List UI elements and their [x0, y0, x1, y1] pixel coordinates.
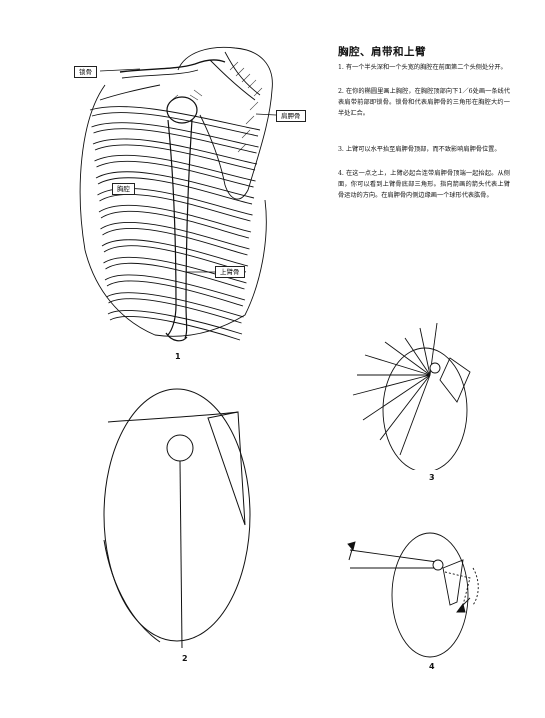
figure-1-ribcage-drawing	[79, 46, 273, 342]
rib-line	[91, 112, 259, 137]
rib-line	[95, 171, 255, 199]
rib-line	[93, 128, 257, 154]
figure-4-schematic	[347, 532, 479, 658]
paragraph-2: 2. 在你的椭圆里画上胸腔，在胸腔顶部向下1／6处画一条线代表肩带前部即锁骨。锁…	[338, 88, 510, 118]
label-humerus: 上臂骨	[215, 266, 245, 278]
leader-scapula	[256, 113, 276, 116]
rib-line	[99, 193, 251, 222]
rib-line	[100, 221, 250, 250]
rib-line	[109, 316, 241, 341]
rib-line	[104, 274, 246, 301]
figure-3-schematic	[352, 322, 471, 470]
rib-line	[98, 204, 252, 233]
label-scapula: 肩胛骨	[276, 110, 306, 122]
figure-number-4: 4	[429, 662, 435, 671]
rib-line	[103, 256, 247, 284]
paragraph-4: 4. 在这一点之上，上臂必起合连带肩胛骨顶端一起抬起。从侧面，你可以看到上臂骨底…	[338, 170, 510, 200]
leader-clavicle	[100, 68, 140, 72]
figure-number-1: 1	[175, 352, 181, 361]
rib-line	[106, 292, 244, 318]
rib-line	[94, 144, 256, 171]
rib-line	[106, 280, 244, 307]
rib-line	[100, 210, 250, 239]
rib-line	[91, 122, 259, 148]
section-heading: 胸腔、肩带和上臂	[338, 46, 426, 58]
label-ribcage: 胸腔	[112, 183, 135, 195]
rib-line	[97, 177, 253, 205]
label-clavicle: 锁骨	[74, 66, 97, 78]
rib-line	[102, 227, 248, 256]
rib-line	[101, 239, 249, 267]
rib-line	[89, 106, 261, 131]
rib-line	[97, 187, 253, 216]
figure-number-2: 2	[182, 654, 188, 663]
rib-line	[92, 138, 258, 165]
leader-humerus	[186, 271, 216, 273]
rib-line	[108, 298, 242, 324]
figure-number-3: 3	[429, 473, 435, 482]
figure-2-schematic	[103, 388, 251, 649]
rib-line	[105, 262, 245, 290]
rib-line	[107, 310, 243, 335]
paragraph-1: 1. 有一个半头深和一个头宽的胸腔在前面第二个头侧处分开。	[338, 64, 507, 71]
rib-line	[94, 154, 256, 182]
paragraph-3: 3. 上臂可以水平抬至肩胛骨顶部，而不致影响肩胛骨位置。	[338, 146, 501, 153]
